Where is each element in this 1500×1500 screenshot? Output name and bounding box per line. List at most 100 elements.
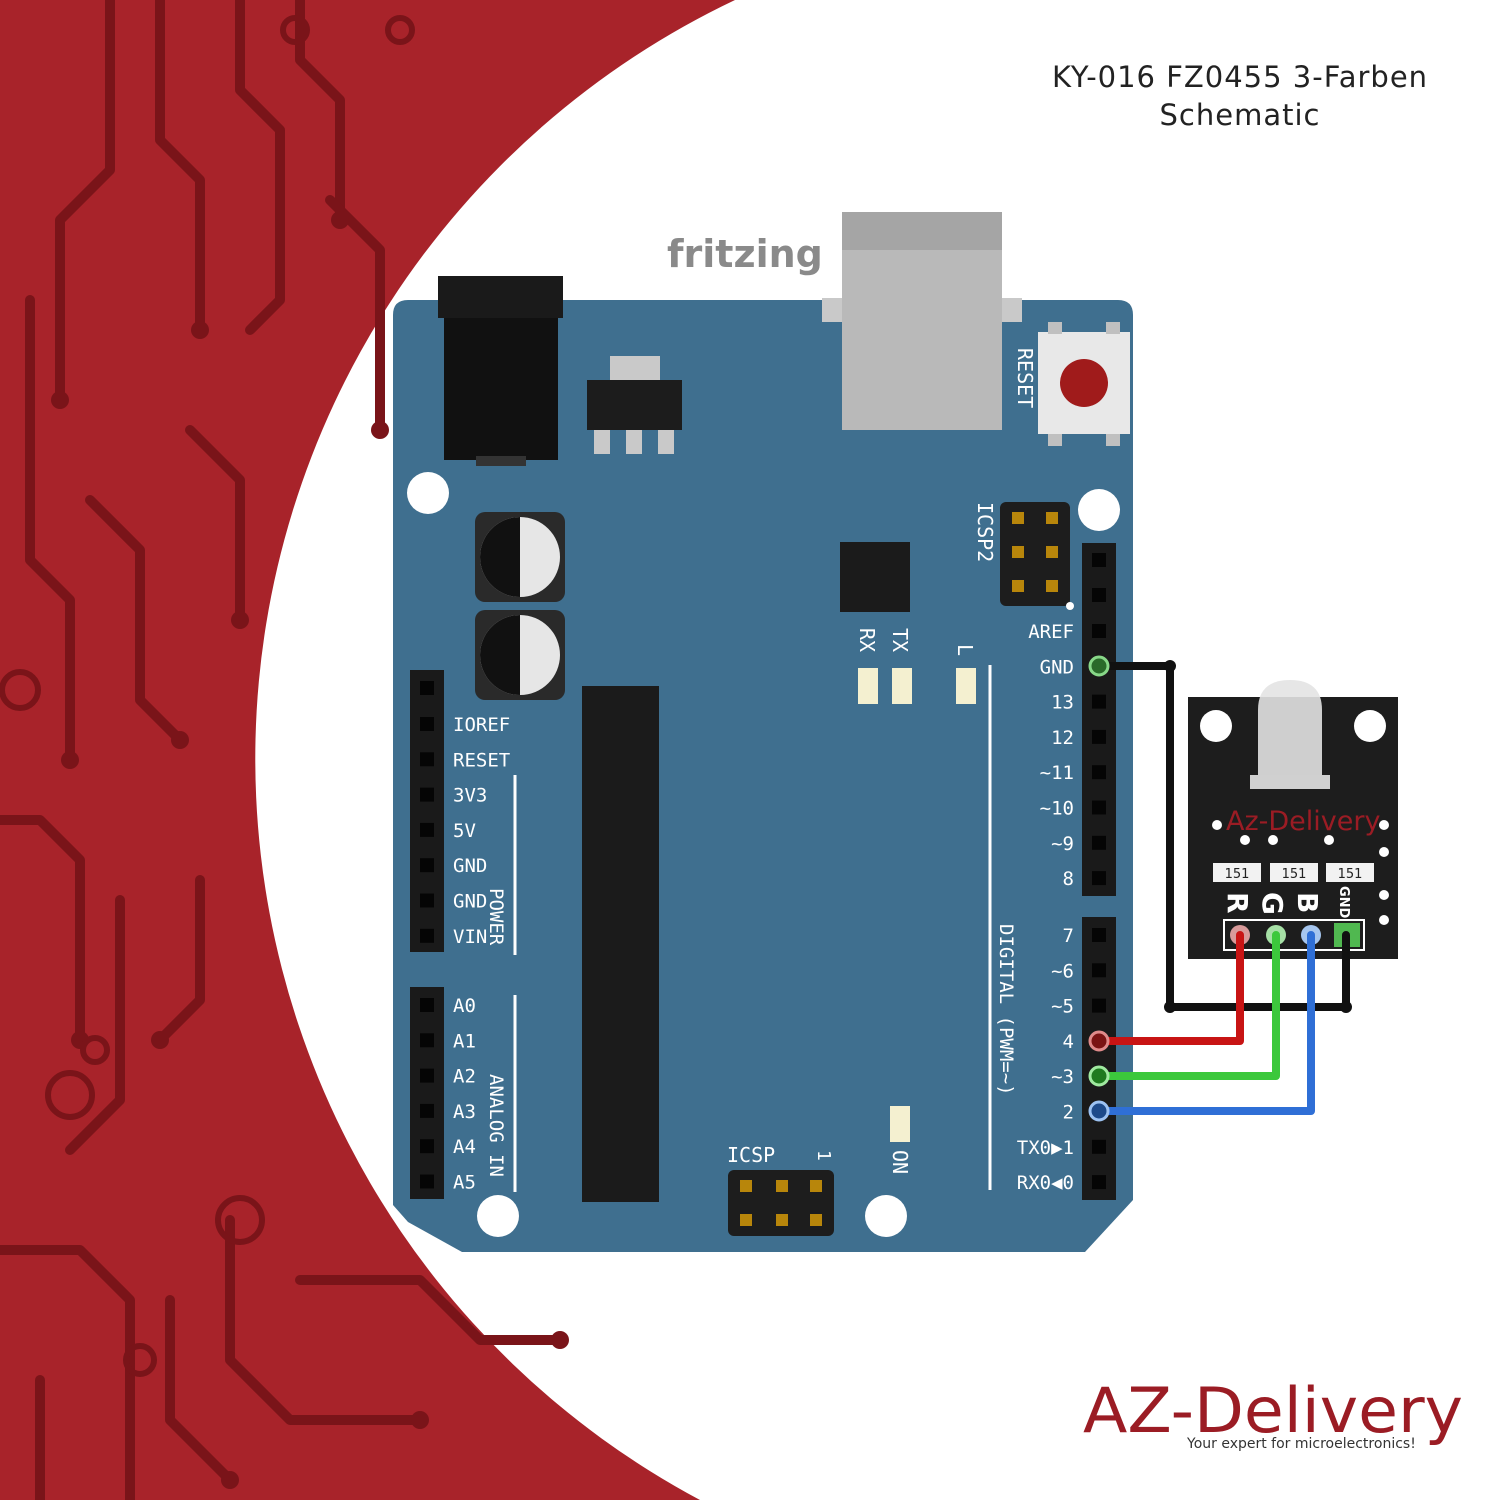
header-pin <box>1092 588 1106 602</box>
pin-label: 4 <box>1063 1031 1074 1053</box>
arduino-uno-board <box>393 212 1133 1252</box>
resistor-value: 151 <box>1225 867 1250 882</box>
fritzing-watermark: fritzing <box>667 232 823 276</box>
pin-label-r: R <box>1221 892 1254 914</box>
pin-label-b: B <box>1291 892 1324 913</box>
icsp-pin1-marker: 1 <box>813 1150 834 1161</box>
pin-label: RX0◀0 <box>1017 1172 1074 1194</box>
resistor-value: 151 <box>1338 867 1363 882</box>
pin-label: ~5 <box>1051 996 1074 1018</box>
logo-wordmark: AZ-Delivery <box>1083 1374 1463 1447</box>
pin-label: 13 <box>1051 692 1074 714</box>
header-pin <box>420 928 434 943</box>
header-pin <box>1092 624 1106 638</box>
power-label: POWER <box>485 888 507 946</box>
tx-label: TX <box>888 628 912 652</box>
mount-hole <box>1078 489 1120 531</box>
rgb-led <box>1250 680 1330 789</box>
header-pin <box>1092 835 1106 850</box>
pin-label: A2 <box>453 1066 476 1088</box>
header-pin <box>420 1103 434 1118</box>
header-pin <box>420 1174 434 1189</box>
header-pin <box>420 822 434 837</box>
page-title: KY-016 FZ0455 3-Farben Schematic <box>1040 58 1440 134</box>
board-leds <box>858 668 976 1142</box>
analog-label: ANALOG IN <box>485 1074 507 1177</box>
wire-blue <box>1095 931 1315 1115</box>
header-pin <box>420 681 434 695</box>
pin-labels: IOREFRESET3V35VGNDGNDVINA0A1A2A3A4A5AREF… <box>453 621 1074 1194</box>
pin-label: AREF <box>1028 621 1074 643</box>
pin-label: VIN <box>453 926 487 948</box>
header-pin <box>1092 694 1106 709</box>
header-pin <box>1092 729 1106 744</box>
reset-label: RESET <box>1013 348 1037 408</box>
pin-label: ~6 <box>1051 960 1074 982</box>
pin-label-gnd: GND <box>1336 886 1351 919</box>
usb-connector <box>822 212 1022 430</box>
usb-interface-chip <box>840 542 910 612</box>
logo-tagline: Your expert for microelectronics! <box>1186 1436 1416 1452</box>
l-label: L <box>953 644 977 656</box>
pin-label: A0 <box>453 995 476 1017</box>
on-label: ON <box>888 1150 912 1174</box>
header-pin <box>1092 553 1106 567</box>
pin-label: 3V3 <box>453 785 487 807</box>
header-pin <box>1092 765 1106 780</box>
mount-hole <box>477 1195 519 1237</box>
module-brand: Az-Delivery <box>1226 806 1380 837</box>
resistor-value: 151 <box>1282 867 1307 882</box>
header-pin <box>1092 871 1106 886</box>
header-pin <box>420 893 434 908</box>
pin-label: GND <box>453 891 487 913</box>
wire-green <box>1095 931 1280 1080</box>
pin-label: 12 <box>1051 727 1074 749</box>
header-pin <box>420 998 434 1012</box>
pin-label: A3 <box>453 1101 476 1123</box>
az-delivery-logo: AZ-Delivery Your expert for microelectro… <box>1083 1374 1463 1452</box>
title-line-2: Schematic <box>1159 98 1321 132</box>
icsp2-header <box>1000 502 1074 610</box>
pin-label: RESET <box>453 749 510 771</box>
pin-label: GND <box>453 855 487 877</box>
connection-wires <box>1095 662 1350 1115</box>
ky016-rgb-led-module: Az-Delivery 151 151 151 R G B GND <box>1188 680 1398 959</box>
smd-resistors <box>1213 863 1374 882</box>
header-pin-holes <box>420 553 1106 1190</box>
title-line-1: KY-016 FZ0455 3-Farben <box>1051 60 1429 94</box>
pin-label: ~10 <box>1040 798 1074 820</box>
header-pin <box>1092 1139 1106 1154</box>
header-pin <box>420 787 434 802</box>
header-pin <box>1092 963 1106 978</box>
icsp-header <box>728 1170 834 1236</box>
pin-label: 7 <box>1063 925 1074 947</box>
pin-label: 2 <box>1063 1102 1074 1124</box>
pin-label: IOREF <box>453 714 510 736</box>
reset-button[interactable] <box>1038 322 1130 446</box>
pin-label: ~3 <box>1051 1066 1074 1088</box>
silkscreen-lines <box>513 665 992 1192</box>
rx-label: RX <box>855 628 879 652</box>
pin-label: A5 <box>453 1172 476 1194</box>
dc-power-jack <box>438 276 563 466</box>
microcontroller-chip <box>582 686 659 1202</box>
icsp2-label: ICSP2 <box>973 502 997 562</box>
header-pin <box>420 717 434 731</box>
analog-header <box>410 987 444 1199</box>
header-pin <box>420 752 434 767</box>
header-pin <box>1092 928 1106 942</box>
digital-header-lower <box>1082 917 1116 1200</box>
mount-hole <box>865 1195 907 1237</box>
header-pin <box>420 1068 434 1083</box>
pin-label-g: G <box>1256 892 1289 915</box>
capacitor <box>475 610 565 700</box>
pin-label: GND <box>1040 656 1074 678</box>
capacitor <box>475 512 565 602</box>
mount-hole <box>407 472 449 514</box>
header-pin <box>420 1033 434 1048</box>
header-pin <box>420 858 434 873</box>
pin-label: A1 <box>453 1030 476 1052</box>
voltage-regulator <box>587 356 682 454</box>
